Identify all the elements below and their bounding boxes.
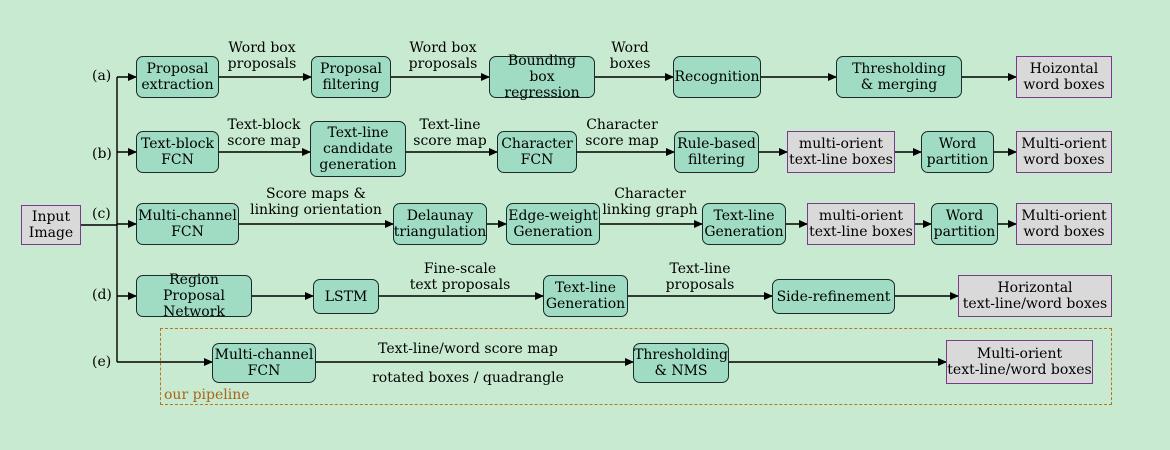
input-image-box: Input Image [21, 205, 81, 245]
edge-label-word-box-proposals-1: Word box proposals [227, 40, 297, 72]
step-edge-weight-generation: Edge-weight Generation [506, 203, 600, 245]
our-pipeline-frame [160, 328, 1112, 405]
step-character-fcn: Character FCN [497, 131, 577, 173]
step-lstm: LSTM [313, 279, 379, 314]
our-pipeline-label: our pipeline [164, 387, 250, 403]
row-label-b: (b) [92, 146, 112, 162]
step-word-partition-b: Word partition [921, 131, 994, 173]
output-multi-orient-text-line-boxes-c: multi-orient text-line boxes [807, 203, 915, 245]
row-label-e: (e) [92, 354, 112, 370]
edge-label-score-maps-linking-orientation: Score maps & linking orientation [250, 186, 382, 218]
edge-label-rotated-boxes-quadrangle: rotated boxes / quadrangle [372, 370, 564, 386]
step-text-line-generation-c: Text-line Generation [702, 203, 786, 245]
output-multi-orient-word-boxes-c: Multi-orient word boxes [1016, 203, 1112, 245]
edge-label-word-box-proposals-2: Word box proposals [408, 40, 478, 72]
step-proposal-extraction: Proposal extraction [136, 56, 219, 98]
output-multi-orient-text-line-boxes-b: multi-orient text-line boxes [787, 131, 895, 173]
edge-label-character-linking-graph: Character linking graph [602, 186, 698, 218]
step-region-proposal-network: Region Proposal Network [136, 272, 252, 320]
step-thresholding-nms: Thresholding & NMS [633, 343, 729, 383]
output-horizontal-word-boxes: Hoizontal word boxes [1016, 56, 1112, 98]
step-recognition: Recognition [673, 56, 761, 98]
step-text-line-candidate-generation: Text-line candidate generation [310, 121, 406, 177]
edge-label-text-line-score-map: Text-line score map [413, 117, 487, 149]
output-multi-orient-word-boxes-b: Multi-orient word boxes [1016, 131, 1112, 173]
step-bounding-box-regression: Bounding box regression [489, 53, 595, 101]
edge-label-word-boxes: Word boxes [609, 40, 651, 72]
edge-label-character-score-map: Character score map [585, 117, 659, 149]
row-label-c: (c) [92, 206, 111, 222]
step-multi-channel-fcn-e: Multi-channel FCN [212, 343, 316, 383]
edge-label-text-line-proposals: Text-line proposals [665, 261, 735, 293]
output-horizontal-text-line-word-boxes: Horizontal text-line/word boxes [958, 275, 1112, 317]
edge-label-text-block-score-map: Text-block score map [227, 117, 301, 149]
step-text-block-fcn: Text-block FCN [136, 131, 219, 173]
output-multi-orient-text-line-word-boxes-e: Multi-orient text-line/word boxes [946, 340, 1093, 384]
edge-label-fine-scale-text-proposals: Fine-scale text proposals [409, 261, 511, 293]
row-label-d: (d) [92, 287, 112, 303]
step-side-refinement: Side-refinement [772, 279, 895, 314]
step-rule-based-filtering: Rule-based filtering [674, 131, 759, 173]
step-text-line-generation-d: Text-line Generation [543, 275, 628, 317]
step-delaunay-triangulation: Delaunay triangulation [393, 203, 487, 245]
row-label-a: (a) [92, 68, 112, 84]
step-proposal-filtering: Proposal filtering [311, 56, 391, 98]
step-multi-channel-fcn-c: Multi-channel FCN [136, 203, 239, 245]
edge-label-text-line-word-score-map: Text-line/word score map [378, 341, 558, 357]
step-thresholding-merging: Thresholding & merging [836, 56, 962, 98]
step-word-partition-c: Word partition [931, 203, 998, 245]
